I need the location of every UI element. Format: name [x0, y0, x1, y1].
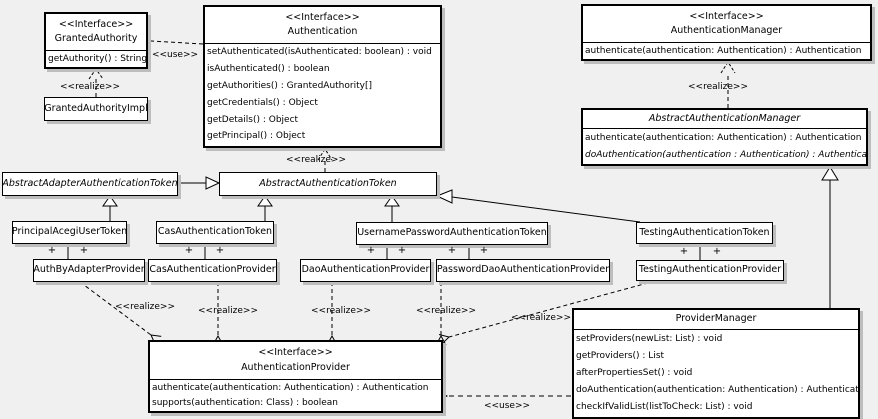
class-name: TestingAuthenticationProvider — [638, 264, 782, 276]
gen-arrowhead-abstractadapter-token — [205, 176, 221, 190]
use-label-providermanager: <<use>> — [483, 401, 531, 411]
class-abstract-adapter-authentication-token: AbstractAdapterAuthenticationToken — [2, 172, 178, 196]
class-password-dao-authentication-provider: PasswordDaoAuthenticationProvider — [436, 259, 610, 282]
realize-arrowhead-abstractauthenticationtoken — [317, 148, 333, 161]
stereotype-label: <<Interface>> — [258, 347, 333, 359]
class-granted-authority-impl: GrantedAuthorityImpl — [44, 97, 148, 121]
class-name: Authentication — [287, 26, 358, 37]
method: afterPropertiesSet() : void — [576, 367, 693, 378]
method: setProviders(newList: List) : void — [576, 333, 723, 344]
multiplicity-plus: + — [679, 246, 689, 257]
realize-label-abstractauthenticationtoken: <<realize>> — [286, 155, 346, 165]
multiplicity-plus: + — [479, 245, 489, 256]
realize-arrowhead-grantedauthorityimpl — [88, 68, 104, 80]
gen-arrowhead-casauthenticationtoken — [257, 195, 273, 207]
class-name: UsernamePasswordAuthenticationToken — [357, 227, 547, 239]
class-authentication: <<Interface>> Authentication setAuthenti… — [203, 5, 442, 148]
multiplicity-plus: + — [184, 245, 194, 256]
multiplicity-plus: + — [366, 245, 376, 256]
realize-label-passworddaoauthenticationprovider: <<realize>> — [416, 306, 476, 316]
class-name: AuthenticationProvider — [241, 361, 350, 373]
use-edge-authentication-grantedauthority — [151, 41, 204, 44]
method: getDetails() : Object — [207, 114, 299, 125]
realize-label-abstractauthenticationmanager: <<realize>> — [688, 82, 748, 92]
method: getAuthority() : String — [48, 54, 146, 64]
class-testing-authentication-token: TestingAuthenticationToken — [636, 222, 773, 244]
gen-edge-testingauthenticationtoken — [451, 196, 641, 223]
class-name: PrincipalAcegiUserToken — [11, 226, 128, 238]
gen-arrowhead-usernamepasswordtoken — [384, 195, 400, 207]
method: isAuthenticated() : boolean — [207, 64, 330, 75]
stereotype-label: <<Interface>> — [689, 10, 764, 22]
class-cas-authentication-provider: CasAuthenticationProvider — [148, 259, 277, 282]
gen-arrowhead-testingauthenticationtoken — [435, 189, 453, 204]
multiplicity-plus: + — [447, 245, 457, 256]
multiplicity-plus: + — [397, 245, 407, 256]
class-name: CasAuthenticationToken — [157, 226, 273, 238]
class-cas-authentication-token: CasAuthenticationToken — [156, 221, 274, 244]
class-name: CasAuthenticationProvider — [149, 264, 276, 276]
method: authenticate(authentication: Authenticat… — [585, 46, 862, 56]
class-abstract-authentication-token: AbstractAuthenticationToken — [219, 172, 437, 196]
realize-label-testingauthenticationprovider: <<realize>> — [511, 313, 571, 323]
class-name: PasswordDaoAuthenticationProvider — [436, 264, 610, 276]
stereotype-label: <<Interface>> — [285, 11, 360, 23]
realize-label-grantedauthorityimpl: <<realize>> — [60, 82, 120, 92]
class-name: ProviderManager — [675, 313, 757, 325]
class-abstract-authentication-manager: AbstractAuthenticationManager authentica… — [581, 108, 868, 166]
class-auth-by-adapter-provider: AuthByAdapterProvider — [33, 259, 145, 282]
realize-label-daoauthenticationprovider: <<realize>> — [311, 306, 371, 316]
class-name: GrantedAuthority — [54, 33, 138, 44]
class-testing-authentication-provider: TestingAuthenticationProvider — [636, 260, 784, 281]
method: getCredentials() : Object — [207, 97, 318, 108]
method: setAuthenticated(isAuthenticated: boolea… — [207, 47, 432, 58]
class-granted-authority: <<Interface>> GrantedAuthority getAuthor… — [44, 12, 148, 69]
method-abstract: doAuthentication(authentication : Authen… — [585, 150, 866, 161]
stereotype-label: <<Interface>> — [58, 18, 134, 30]
realize-edge-authbyadapterprovider — [79, 281, 151, 335]
multiplicity-plus: + — [79, 245, 89, 256]
class-name: AuthByAdapterProvider — [33, 264, 145, 276]
use-label-authentication-grantedauthority: <<use>> — [151, 50, 199, 60]
realize-label-authbyadapterprovider: <<realize>> — [115, 302, 175, 312]
method: getProviders() : List — [576, 350, 665, 361]
class-provider-manager: ProviderManager setProviders(newList: Li… — [572, 308, 860, 419]
class-name: AbstractAuthenticationToken — [259, 177, 397, 189]
multiplicity-plus: + — [712, 246, 722, 257]
method: getAuthorities() : GrantedAuthority[] — [207, 80, 372, 91]
class-dao-authentication-provider: DaoAuthenticationProvider — [300, 259, 431, 282]
realize-edge-testingauthenticationprovider — [449, 280, 656, 337]
multiplicity-plus: + — [47, 245, 57, 256]
multiplicity-plus: + — [215, 245, 225, 256]
class-name: GrantedAuthorityImpl — [44, 102, 148, 114]
method: authenticate(authentication: Authenticat… — [152, 382, 429, 393]
method: getPrincipal() : Object — [207, 131, 306, 142]
class-name: TestingAuthenticationToken — [639, 226, 770, 238]
class-name: DaoAuthenticationProvider — [301, 264, 430, 276]
class-name: AuthenticationManager — [670, 25, 783, 36]
class-authentication-provider: <<Interface>> AuthenticationProvider aut… — [148, 340, 443, 413]
method: checkIfValidList(listToCheck: List) : vo… — [576, 402, 753, 413]
realize-label-casauthenticationprovider: <<realize>> — [198, 306, 258, 316]
class-principal-acegi-user-token: PrincipalAcegiUserToken — [12, 221, 127, 244]
gen-arrowhead-principalacegiusertoken — [102, 195, 118, 207]
class-name: AbstractAdapterAuthenticationToken — [2, 177, 178, 189]
method: authenticate(authentication: Authenticat… — [585, 132, 862, 143]
class-name: AbstractAuthenticationManager — [648, 112, 801, 124]
method: doAuthentication(authentication: Authent… — [576, 385, 858, 396]
method: supports(authentication: Class) : boolea… — [152, 398, 338, 409]
class-authentication-manager: <<Interface>> AuthenticationManager auth… — [581, 4, 872, 61]
class-username-password-authentication-token: UsernamePasswordAuthenticationToken — [356, 222, 548, 245]
gen-arrowhead-providermanager — [821, 166, 839, 181]
realize-arrowhead-abstractauthenticationmanager — [720, 61, 736, 74]
